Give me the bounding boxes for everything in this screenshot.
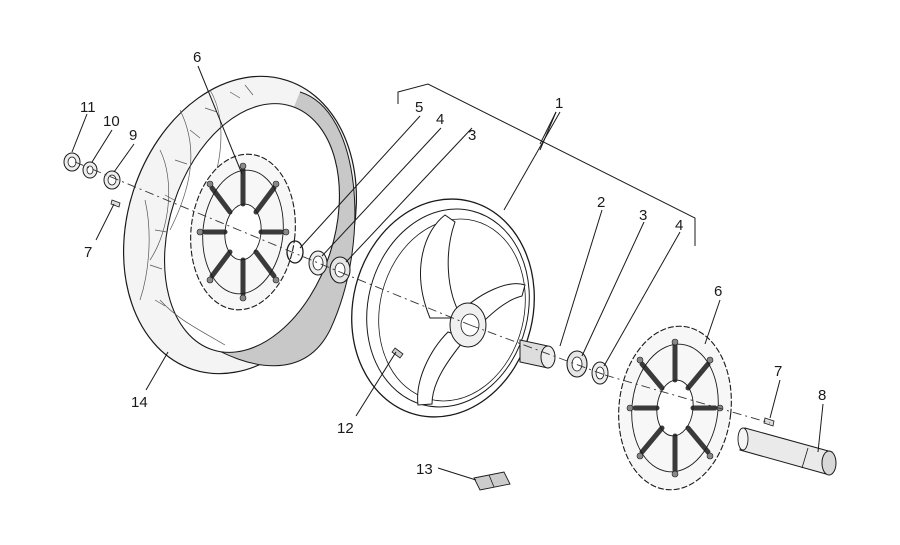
bearing-3-right xyxy=(567,351,587,377)
axle xyxy=(738,428,836,475)
callout-3: 3 xyxy=(468,127,476,144)
nut-11 xyxy=(64,153,80,171)
callout-6: 6 xyxy=(193,49,201,66)
callout-3: 3 xyxy=(639,207,647,224)
spacer-9 xyxy=(104,171,120,189)
callout-5: 5 xyxy=(415,99,423,116)
screw-7-left xyxy=(111,200,120,207)
balance-weight xyxy=(474,472,510,490)
callout-7: 7 xyxy=(774,363,782,380)
assembly-axis xyxy=(74,161,771,424)
bearing-3-left xyxy=(330,257,350,283)
spacer-4-left xyxy=(309,251,327,275)
hub-spacer-2 xyxy=(520,340,555,368)
callout-12: 12 xyxy=(337,420,354,437)
group-bracket xyxy=(397,83,696,246)
circlip-5 xyxy=(287,241,303,263)
brake-disc-right xyxy=(611,321,740,496)
callout-10: 10 xyxy=(103,113,120,130)
callout-1: 1 xyxy=(555,95,563,112)
callout-9: 9 xyxy=(129,127,137,144)
brake-disc-left xyxy=(183,149,303,315)
callout-4: 4 xyxy=(675,217,683,234)
callout-2: 2 xyxy=(597,194,605,211)
callout-labels: 1 2 3 3 4 4 5 6 6 7 7 8 9 10 11 12 13 14 xyxy=(80,49,826,478)
callout-14: 14 xyxy=(131,394,148,411)
leader-lines xyxy=(71,65,824,481)
callout-8: 8 xyxy=(818,387,826,404)
callout-11: 11 xyxy=(80,99,96,116)
wheel-rim xyxy=(329,179,557,436)
callout-6: 6 xyxy=(714,283,722,300)
screw-7-right xyxy=(764,418,774,426)
callout-7: 7 xyxy=(84,244,92,261)
callout-13: 13 xyxy=(416,461,433,478)
callout-4: 4 xyxy=(436,111,444,128)
washer-10 xyxy=(83,162,97,178)
